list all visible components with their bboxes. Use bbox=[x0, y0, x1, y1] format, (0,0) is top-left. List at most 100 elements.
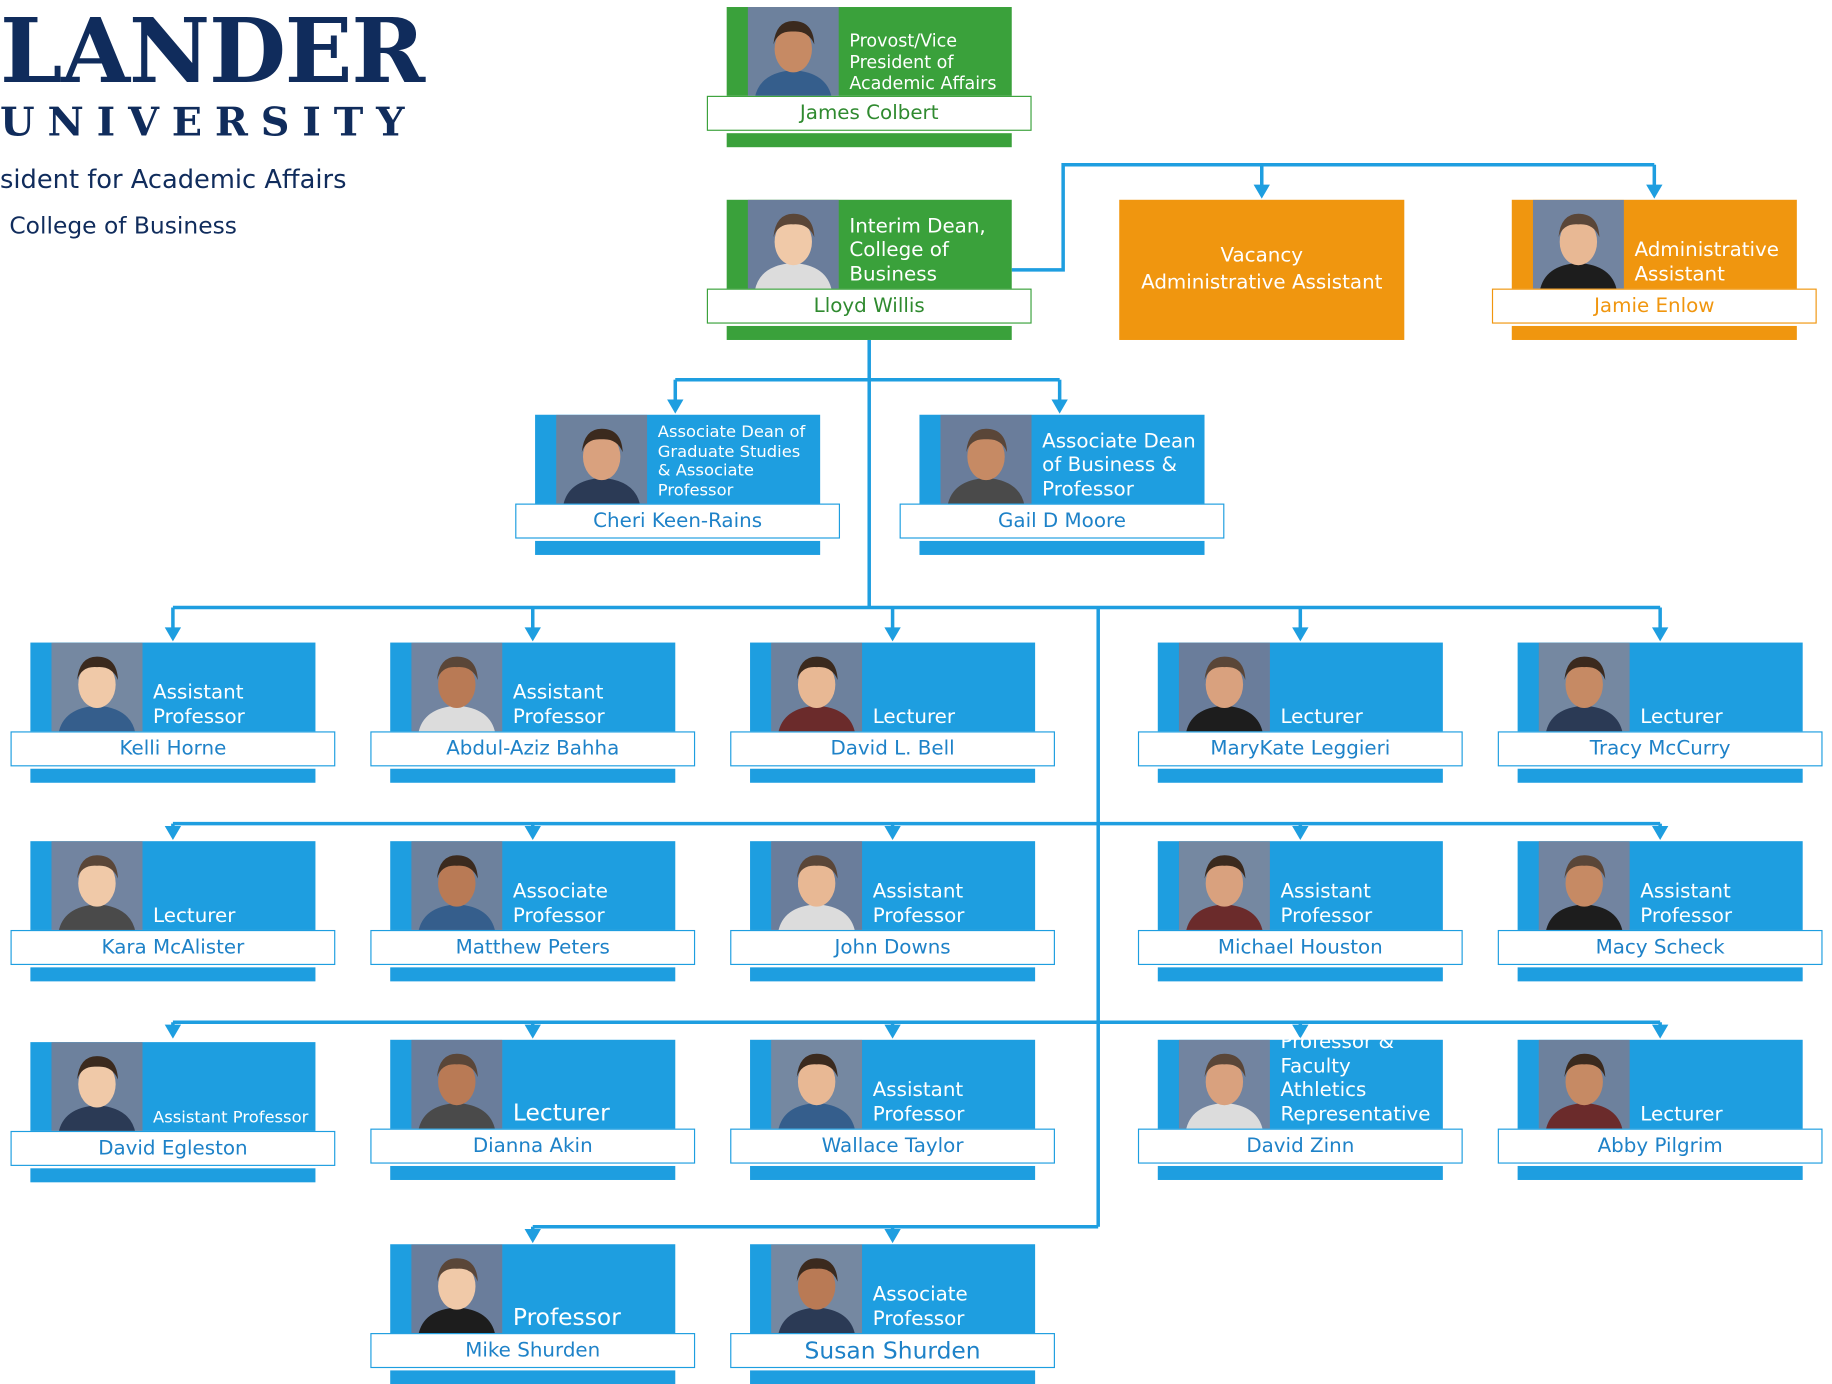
connector-dean-to-admin bbox=[1011, 162, 1655, 272]
connector-arrowhead bbox=[884, 1024, 901, 1039]
portrait-photo bbox=[411, 1244, 503, 1336]
name-plate: Kara McAlister bbox=[10, 929, 336, 966]
connector-arrowhead bbox=[164, 1024, 182, 1039]
org-node-bottom-bar bbox=[1517, 1165, 1803, 1180]
portrait-photo bbox=[51, 1042, 143, 1134]
name-plate: MaryKate Leggieri bbox=[1137, 731, 1463, 767]
job-title: Assistant Professor bbox=[153, 1108, 309, 1128]
org-node-bottom-bar bbox=[1517, 768, 1803, 783]
org-node-bottom-bar bbox=[390, 967, 676, 982]
portrait-photo bbox=[771, 1039, 863, 1131]
name-plate: Cheri Keen-Rains bbox=[515, 503, 841, 539]
org-node-bottom-bar bbox=[390, 1370, 676, 1384]
job-title: Interim Dean, College of Business bbox=[849, 214, 986, 286]
connector-arrowhead bbox=[1651, 627, 1669, 642]
org-node-bottom-bar bbox=[1517, 967, 1803, 982]
portrait-photo bbox=[1178, 841, 1270, 933]
portrait-photo bbox=[771, 642, 863, 734]
portrait-photo bbox=[1538, 642, 1630, 734]
connector-arrowhead bbox=[884, 825, 901, 841]
name-plate: Michael Houston bbox=[1137, 929, 1463, 966]
job-title: Lecturer bbox=[1640, 705, 1723, 729]
org-node-bottom-bar bbox=[750, 768, 1036, 783]
portrait-photo bbox=[411, 642, 503, 734]
portrait-photo bbox=[771, 1244, 863, 1336]
org-node-bottom-bar bbox=[1511, 325, 1797, 340]
name-plate: Lloyd Willis bbox=[706, 288, 1032, 324]
name-plate: Gail D Moore bbox=[899, 503, 1225, 539]
org-node-bottom-bar bbox=[1157, 768, 1443, 783]
connector-arrowhead bbox=[1292, 825, 1309, 841]
job-title: Provost/Vice President of Academic Affai… bbox=[849, 30, 997, 94]
org-node-bottom-bar bbox=[390, 768, 676, 783]
job-title: Administrative Assistant bbox=[1634, 238, 1780, 286]
job-title: Assistant Professor bbox=[1280, 879, 1373, 928]
connector-arrowhead bbox=[884, 627, 901, 642]
arrowhead-enlow bbox=[1646, 184, 1663, 199]
job-title: Associate Professor bbox=[872, 1283, 968, 1331]
org-node-bottom-bar bbox=[390, 1165, 676, 1180]
job-title: Lecturer bbox=[512, 1098, 610, 1127]
name-plate: Tracy McCurry bbox=[1497, 731, 1823, 767]
connector-arrowhead bbox=[524, 1229, 541, 1244]
portrait-photo bbox=[747, 7, 839, 99]
org-node-bottom-bar bbox=[30, 1168, 316, 1183]
org-node-bottom-bar bbox=[1157, 1165, 1443, 1180]
job-title: Lecturer bbox=[872, 705, 956, 729]
portrait-photo bbox=[1538, 1039, 1630, 1131]
name-plate: Macy Scheck bbox=[1497, 929, 1823, 966]
org-node-bottom-bar bbox=[750, 1165, 1036, 1180]
connector-arrowhead bbox=[1051, 399, 1068, 414]
portrait-photo bbox=[1532, 199, 1624, 291]
header-line-2: College of Business bbox=[9, 211, 237, 240]
connector-arrowhead bbox=[524, 1024, 541, 1039]
connector-arrowhead bbox=[1651, 825, 1669, 841]
name-plate: Abby Pilgrim bbox=[1497, 1128, 1823, 1164]
header-line-1: sident for Academic Affairs bbox=[0, 165, 347, 196]
name-plate: Wallace Taylor bbox=[730, 1128, 1055, 1164]
vacancy-label: Vacancy bbox=[1220, 244, 1304, 268]
connector-arrowhead bbox=[1292, 627, 1309, 642]
portrait-photo bbox=[411, 1039, 503, 1131]
org-node-bottom-bar bbox=[30, 967, 316, 982]
portrait-photo bbox=[556, 414, 648, 506]
job-title: Lecturer bbox=[1640, 1102, 1723, 1126]
org-node-bottom-bar bbox=[750, 1370, 1036, 1384]
name-plate: Matthew Peters bbox=[370, 929, 696, 966]
arrowhead-vacancy bbox=[1253, 184, 1270, 199]
org-node-bottom-bar bbox=[750, 967, 1036, 982]
connector-arrowhead bbox=[164, 825, 182, 841]
org-node-cheri-keen-rains: Associate Dean of Graduate Studies & Ass… bbox=[515, 414, 841, 555]
connector-arrowhead bbox=[164, 627, 182, 642]
job-title: Assistant Professor bbox=[1640, 879, 1733, 928]
connector-arrowhead bbox=[1651, 1024, 1669, 1039]
job-title: Assistant Professor bbox=[153, 681, 245, 729]
portrait-photo bbox=[51, 642, 143, 734]
portrait-photo bbox=[747, 199, 839, 291]
name-plate: David Egleston bbox=[10, 1130, 336, 1166]
org-node-bottom-bar bbox=[535, 540, 821, 555]
job-title: Assistant Professor bbox=[872, 1078, 965, 1126]
org-node-bottom-bar bbox=[1157, 967, 1443, 982]
lander-logo-university: UNIVERSITY bbox=[0, 99, 418, 147]
org-node-bottom-bar bbox=[919, 540, 1205, 555]
portrait-photo bbox=[940, 414, 1032, 506]
portrait-photo bbox=[1538, 841, 1630, 933]
connector-arrowhead bbox=[1292, 1024, 1309, 1039]
